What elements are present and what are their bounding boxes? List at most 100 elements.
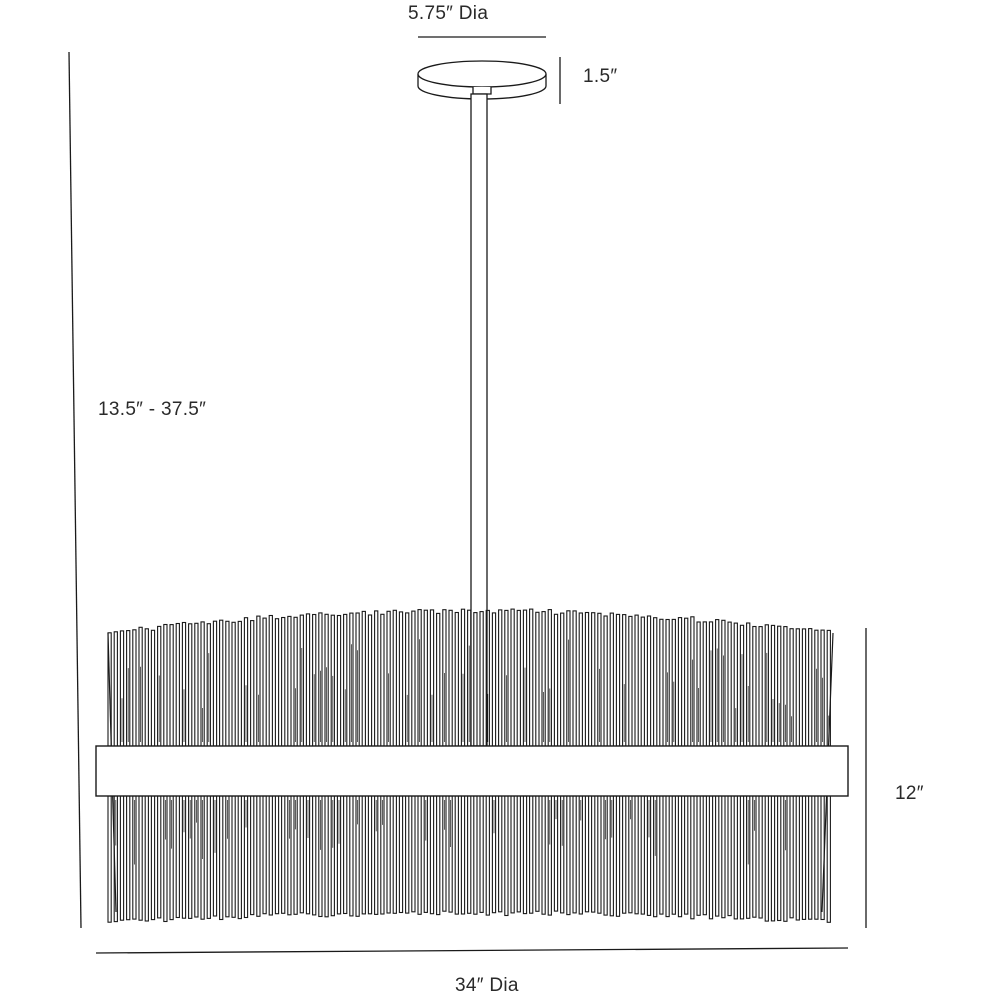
shade-slat	[634, 614, 639, 747]
center-band	[95, 745, 849, 797]
shade-slat	[814, 795, 819, 920]
shade-slat	[163, 623, 168, 747]
shade-slat	[615, 613, 621, 747]
shade-slat	[206, 795, 211, 919]
shade-slat	[578, 612, 583, 747]
shade-slat	[144, 628, 149, 747]
center-band-ring	[95, 745, 849, 797]
ceiling-canopy	[417, 60, 547, 100]
shade-slat	[529, 795, 534, 914]
shade-slat	[429, 795, 435, 915]
shade-slat	[138, 795, 143, 921]
shade-slat	[150, 629, 156, 747]
shade-slat	[541, 795, 546, 915]
shade-slat	[516, 795, 521, 913]
shade-slat	[640, 795, 645, 915]
shade-slat	[702, 621, 707, 747]
shade-slat	[628, 615, 633, 747]
shade-slat	[436, 612, 441, 747]
shade-slat	[671, 795, 676, 915]
shade-slat	[281, 795, 286, 914]
shade-slat	[132, 629, 137, 747]
shade-slat	[361, 795, 366, 915]
shade-slat	[274, 618, 280, 747]
shade-slat	[566, 795, 571, 916]
shade-slat	[392, 609, 397, 747]
shade-slat	[690, 795, 695, 920]
shade-slat	[361, 610, 366, 747]
shade-slat	[299, 795, 304, 914]
shade-diameter-label: 34″ Dia	[455, 975, 519, 996]
shade-slat	[225, 620, 230, 747]
shade-slat	[119, 795, 125, 921]
shade-slat	[684, 617, 689, 747]
shade-slat	[479, 795, 484, 913]
shade-slat	[572, 610, 577, 747]
shade-slat	[758, 795, 763, 919]
shade-slat	[801, 628, 807, 747]
shade-slat	[411, 795, 416, 913]
shade-slat	[510, 608, 515, 747]
shade-slat	[777, 795, 782, 922]
shade-slat	[436, 795, 441, 916]
overall-height-dimension-line	[68, 51, 82, 929]
shade-slat	[640, 616, 645, 747]
shade-slat	[250, 620, 255, 747]
shade-slat	[281, 616, 286, 747]
canopy-nipple	[472, 87, 492, 95]
shade-slat	[250, 795, 255, 916]
shade-slat	[646, 615, 652, 747]
shade-slat	[448, 609, 453, 747]
shade-slat	[615, 795, 621, 917]
shade-slat	[529, 608, 534, 747]
shade-slat	[727, 621, 732, 747]
shade-slat	[367, 614, 373, 747]
shade-slat	[324, 795, 329, 918]
canopy-top	[417, 60, 547, 88]
shade-slat	[498, 609, 503, 747]
shade-slat	[169, 624, 174, 747]
shade-slat	[653, 617, 658, 747]
shade-slat	[194, 622, 199, 747]
shade-slat	[467, 795, 472, 914]
shade-slat	[398, 611, 404, 747]
shade-slat	[473, 795, 478, 915]
shade-slat	[808, 628, 813, 747]
shade-slat	[312, 795, 317, 916]
shade-slat	[454, 795, 459, 915]
canopy-height-label: 1.5″	[583, 66, 618, 87]
shade-slat	[665, 795, 670, 918]
shade-slat	[609, 612, 614, 747]
shade-slat	[349, 795, 354, 917]
shade-slat	[801, 795, 807, 920]
shade-slat	[231, 621, 236, 747]
shade-slat	[231, 795, 236, 918]
shade-height-label: 12″	[895, 783, 924, 804]
shade-slat	[262, 617, 267, 747]
shade-slat	[150, 795, 156, 921]
shade-slat	[764, 795, 769, 922]
shade-slat	[367, 795, 373, 915]
shade-slat	[219, 619, 224, 747]
shade-slat	[219, 795, 224, 921]
shade-slat	[398, 795, 404, 914]
shade-slat	[702, 795, 707, 916]
shade-slat	[659, 618, 664, 747]
shade-slat	[107, 795, 112, 923]
shade-slat	[386, 795, 391, 914]
shade-slat	[535, 611, 540, 747]
shade-slat	[795, 628, 800, 747]
shade-slat	[597, 795, 602, 914]
shade-slat	[715, 795, 720, 917]
shade-slat	[113, 631, 118, 747]
shade-width-dimension-line	[95, 947, 849, 954]
shade-slat	[733, 795, 738, 920]
shade-slat	[535, 795, 540, 912]
shade-slat	[591, 795, 596, 913]
shade-slat	[343, 795, 348, 915]
shade-slat	[510, 795, 515, 914]
shade-slat	[380, 613, 385, 747]
overall-height-label: 13.5″ - 37.5″	[98, 399, 207, 420]
shade-slat	[504, 795, 509, 917]
